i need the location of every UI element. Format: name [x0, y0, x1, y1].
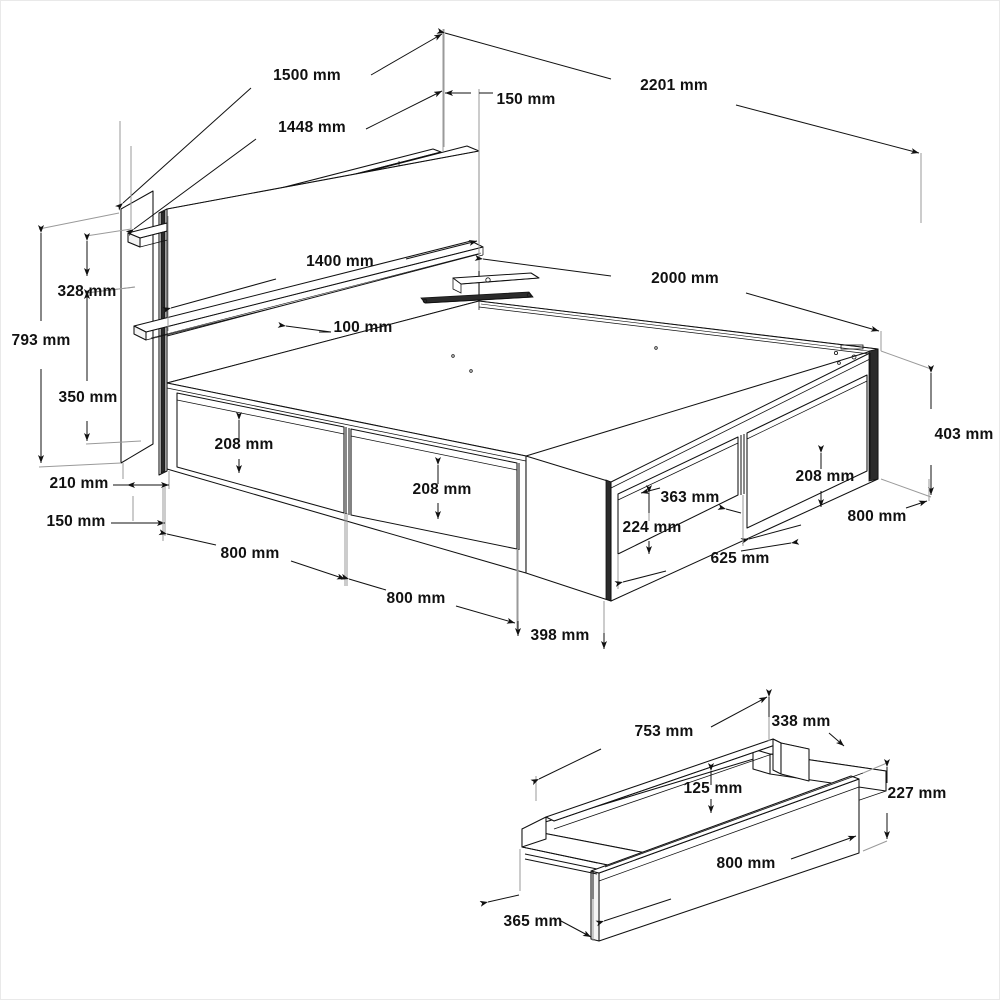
dimension-label-d-800a: 800 mm [221, 545, 280, 562]
headboard-side-shelf [420, 272, 540, 304]
drawer-right-inner-wall [772, 738, 810, 782]
dimension-800-mid [340, 513, 518, 629]
dimension-label-d-150b: 150 mm [47, 513, 106, 530]
dimension-label-d-800c: 800 mm [848, 508, 907, 525]
dimension-338 [766, 689, 845, 747]
dimension-2201 [436, 27, 922, 223]
dimension-793 [38, 212, 122, 468]
dimension-625 [614, 495, 800, 589]
dimension-label-d-224: 224 mm [623, 519, 682, 536]
dimension-label-d-1448: 1448 mm [278, 119, 346, 136]
dimension-label-dd-125: 125 mm [684, 780, 743, 797]
dimension-label-d-208a: 208 mm [215, 436, 274, 453]
headboard-inner-panel [158, 208, 168, 476]
dimension-150-top [442, 89, 493, 153]
dimension-210 [113, 463, 170, 489]
dimension-365 [479, 849, 594, 941]
dimension-label-d-793: 793 mm [12, 332, 71, 349]
dimension-label-d-398: 398 mm [531, 627, 590, 644]
dimension-label-dd-753: 753 mm [635, 723, 694, 740]
dimension-800-drawer [595, 835, 857, 927]
dimension-label-d-208b: 208 mm [413, 481, 472, 498]
dimension-1500 [115, 29, 445, 211]
dimension-label-d-100: 100 mm [334, 319, 393, 336]
dimension-label-d-150t: 150 mm [497, 91, 556, 108]
dimension-800-left [158, 487, 348, 586]
dimension-label-d-2201: 2201 mm [640, 77, 708, 94]
dimension-label-dd-365: 365 mm [504, 913, 563, 930]
dimension-label-d-1400: 1400 mm [306, 253, 374, 270]
dimension-227 [862, 759, 890, 852]
bed-back-rail [478, 301, 879, 357]
dimension-403 [880, 350, 934, 498]
dimension-label-d-350: 350 mm [59, 389, 118, 406]
dimension-label-d-2000: 2000 mm [651, 270, 719, 287]
dimension-label-d-403: 403 mm [935, 426, 994, 443]
dimension-150-bottom [111, 487, 166, 536]
dimension-text-layer: 1500 mm 1448 mm 2201 mm 150 mm 1400 mm 2000 m… [12, 67, 994, 930]
dimension-label-d-363: 363 mm [661, 489, 720, 506]
dimension-label-dd-800: 800 mm [717, 855, 776, 872]
bed-foot-end-panel [525, 455, 612, 602]
drawer-front-panel [590, 775, 860, 942]
dimension-label-d-210: 210 mm [50, 475, 109, 492]
headboard-middle-shelf [133, 240, 484, 341]
dimension-label-d-208c: 208 mm [796, 468, 855, 485]
dimension-label-dd-227: 227 mm [888, 785, 947, 802]
bed-front-rail-left [166, 382, 527, 574]
dimension-398 [515, 549, 607, 649]
bed-rail-right [610, 348, 879, 602]
bed-assembly-view [38, 27, 934, 649]
dimension-label-dd-338: 338 mm [772, 713, 831, 730]
dimension-label-d-328: 328 mm [58, 283, 117, 300]
drawer-detail-view [479, 689, 890, 942]
dimension-350 [84, 286, 142, 445]
dimension-label-d-1500: 1500 mm [273, 67, 341, 84]
dimension-2000 [474, 151, 882, 351]
dimension-1448 [125, 86, 445, 237]
dimension-100 [277, 321, 332, 333]
dimension-label-d-625: 625 mm [711, 550, 770, 567]
drawer-front-inner-line [598, 772, 864, 882]
dimension-label-d-800b: 800 mm [387, 590, 446, 607]
drawer-runner-strip [521, 846, 598, 875]
